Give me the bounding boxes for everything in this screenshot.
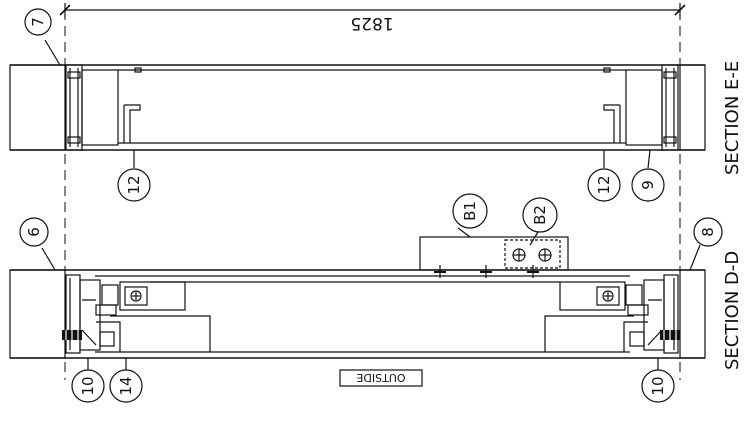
section-d-d-title: SECTION D-D (722, 251, 743, 370)
right-frame-profile (544, 274, 680, 354)
callout-10-right: 10 (649, 376, 667, 395)
right-mullion-profile (603, 64, 679, 151)
callout-10-left: 10 (79, 376, 97, 395)
callouts: 7 12 12 9 6 8 B1 B2 10 (19, 8, 723, 403)
dimension-label: 1825 (350, 13, 393, 33)
left-mullion-profile (65, 64, 142, 151)
left-frame-profile (62, 274, 211, 354)
callout-b2: B2 (531, 205, 549, 225)
callout-12-left: 12 (125, 175, 143, 194)
overall-dimension: 1825 (59, 3, 686, 33)
section-d-d: OUTSIDE SECTION D-D (9, 236, 743, 387)
section-e-e-title: SECTION E-E (722, 61, 743, 175)
callout-b1: B1 (461, 201, 479, 221)
callout-9: 9 (639, 180, 657, 190)
callout-6: 6 (25, 227, 43, 237)
section-e-e: SECTION E-E (9, 61, 743, 175)
bracket-b1-b2 (419, 236, 569, 278)
callout-8: 8 (699, 227, 717, 237)
outside-label: OUTSIDE (339, 369, 423, 387)
callout-7: 7 (29, 17, 47, 27)
callout-12-right: 12 (595, 175, 613, 194)
outside-text: OUTSIDE (356, 371, 405, 384)
callout-14: 14 (117, 376, 135, 395)
